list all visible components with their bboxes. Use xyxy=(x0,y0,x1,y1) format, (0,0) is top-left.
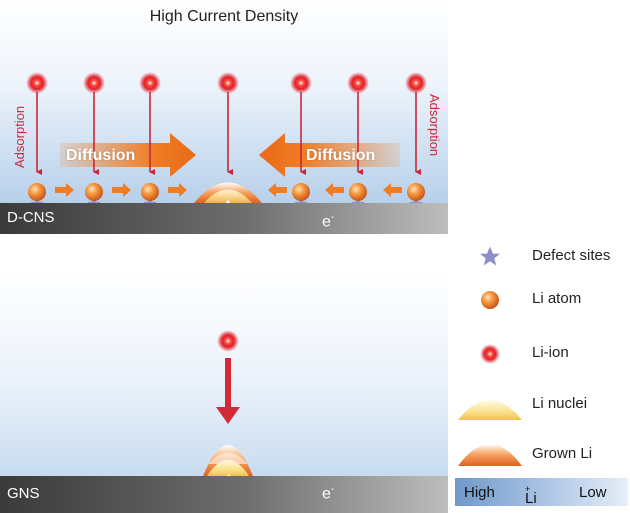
legend-label: Li atom xyxy=(532,290,582,307)
d-cns-substrate xyxy=(0,203,448,234)
conc-li-label: Li+ xyxy=(525,484,537,507)
li-ion-icon xyxy=(139,72,161,94)
top-panel-graphics xyxy=(26,72,427,226)
diffusion-arrow-right xyxy=(259,133,400,177)
diffusion-label-left: Diffusion xyxy=(66,147,136,164)
li-ion-icon xyxy=(347,72,369,94)
li-ion-icons xyxy=(26,72,427,94)
li-ion-icon xyxy=(290,72,312,94)
star-icon xyxy=(480,246,500,266)
legend-item-li-atom: Li atom xyxy=(455,283,630,323)
bottom-panel-gns: GNS e- xyxy=(0,272,448,513)
li-ion-icon xyxy=(83,72,105,94)
adsorption-label-left: Adsorption xyxy=(12,105,27,168)
li-nuclei-dome xyxy=(208,453,248,464)
legend-item-grown-li: Grown Li xyxy=(455,428,630,468)
red-glow-dot-icon xyxy=(480,344,500,364)
adsorption-label-right: Adsorption xyxy=(427,94,442,157)
li-atom-icons xyxy=(28,183,425,201)
conc-low-label: Low xyxy=(579,484,607,501)
li-atom-icon xyxy=(141,183,159,201)
li-nuclei-dome xyxy=(207,460,249,476)
legend-label: Grown Li xyxy=(532,445,593,462)
legend-item-li-nuclei: Li nuclei xyxy=(455,384,630,424)
li-atom-icon xyxy=(85,183,103,201)
legend-item-li-ion: Li-ion xyxy=(455,337,630,377)
orange-sphere-icon xyxy=(481,291,499,309)
electron-label: e- xyxy=(322,484,335,503)
top-panel-d-cns: High Current Density xyxy=(0,0,448,234)
migration-arrows xyxy=(55,183,402,197)
li-ion-icon xyxy=(405,72,427,94)
legend-item-defect-sites: Defect sites xyxy=(455,240,630,280)
legend-label: Li nuclei xyxy=(532,395,588,412)
li-ion-icon xyxy=(26,72,48,94)
substrate-label: D-CNS xyxy=(7,209,55,226)
diffusion-label-right: Diffusion xyxy=(306,147,376,164)
electron-label: e- xyxy=(322,212,335,231)
legend-label: Defect sites xyxy=(532,247,611,264)
li-ion-icon xyxy=(217,330,239,352)
panel-title: High Current Density xyxy=(149,8,299,25)
substrate-label: GNS xyxy=(7,485,40,502)
li-ion-icon xyxy=(217,72,239,94)
li-atom-icon xyxy=(407,183,425,201)
li-atom-icon xyxy=(292,183,310,201)
li-concentration-bar: High Li+ Low xyxy=(455,478,628,507)
gns-substrate xyxy=(0,476,448,513)
large-red-arrow xyxy=(216,358,240,424)
orange-dome-icon xyxy=(458,444,522,466)
yellow-dome-icon xyxy=(458,400,522,420)
conc-high-label: High xyxy=(464,484,495,501)
legend-label: Li-ion xyxy=(532,344,569,361)
adsorption-lines xyxy=(36,92,421,175)
li-atom-icon xyxy=(28,183,46,201)
li-atom-icon xyxy=(349,183,367,201)
